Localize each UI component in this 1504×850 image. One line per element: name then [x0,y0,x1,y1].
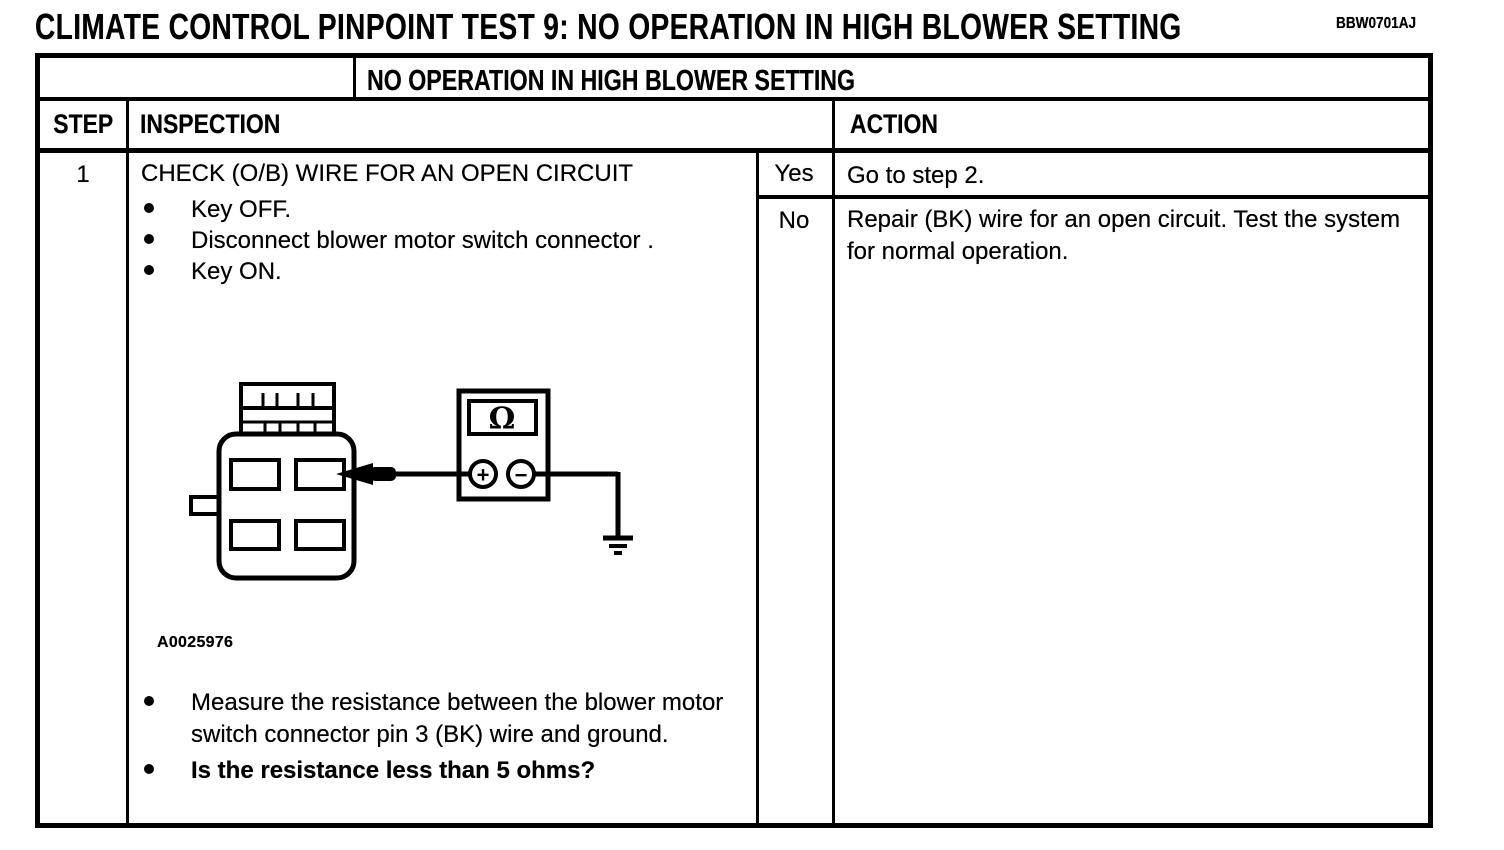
inspection-bullets-bottom: Measure the resistance between the blowe… [144,687,736,787]
inspection-bullets-top: Key OFF. Disconnect blower motor switch … [144,194,654,287]
rule-under-header-row [40,148,1428,153]
list-item: Measure the resistance between the blowe… [144,687,736,751]
connector-body [216,431,357,581]
page-title: CLIMATE CONTROL PINPOINT TEST 9: NO OPER… [35,6,1504,48]
bullet-icon [144,234,154,244]
list-item: Disconnect blower motor switch connector… [144,225,654,256]
yes-action: Go to step 2. [847,162,985,189]
connector-pin [294,519,346,551]
header-inspection: INSPECTION [140,109,281,139]
divider-title-cell [353,58,356,97]
page-title-text: CLIMATE CONTROL PINPOINT TEST 9: NO OPER… [35,6,1182,47]
header-step: STEP [53,109,113,139]
divider-yesno-column [756,148,759,823]
bullet-icon [144,764,154,774]
connector-pin [229,519,281,551]
document-code: BBW0701AJ [1336,15,1417,32]
divider-action-column [832,97,835,823]
bullet-icon [144,203,154,213]
minus-label: − [515,463,528,488]
inspection-title: CHECK (O/B) WIRE FOR AN OPEN CIRCUIT [141,160,634,187]
rule-under-yes-row [756,195,1428,199]
probe-arrow-icon [336,463,396,485]
test-hookup-diagram: Ω + − [189,382,633,581]
ohmmeter: Ω + − [456,388,551,502]
bullet-icon [144,696,154,706]
connector-pin [229,458,281,491]
yes-label: Yes [774,160,814,187]
no-label: No [778,207,810,234]
bullet-icon [144,265,154,275]
list-item: Key ON. [144,256,654,287]
header-action: ACTION [850,109,938,139]
connector-terminal-block [239,382,336,436]
ohm-symbol: Ω [489,402,516,437]
table-subtitle: NO OPERATION IN HIGH BLOWER SETTING [367,65,856,97]
rule-under-title-row [40,97,1428,101]
no-action: Repair (BK) wire for an open circuit. Te… [847,206,1401,265]
step-number: 1 [76,161,90,188]
figure-id: A0025976 [157,634,234,651]
list-item: Is the resistance less than 5 ohms? [144,755,736,787]
plus-terminal-icon [468,459,498,489]
ohmmeter-display [467,399,538,436]
minus-terminal-icon [506,459,536,489]
pinpoint-test-table: NO OPERATION IN HIGH BLOWER SETTING STEP… [35,53,1433,828]
divider-step-column [126,97,129,823]
ground-icon [603,535,633,555]
plus-label: + [477,463,490,488]
list-item: Key OFF. [144,194,654,225]
